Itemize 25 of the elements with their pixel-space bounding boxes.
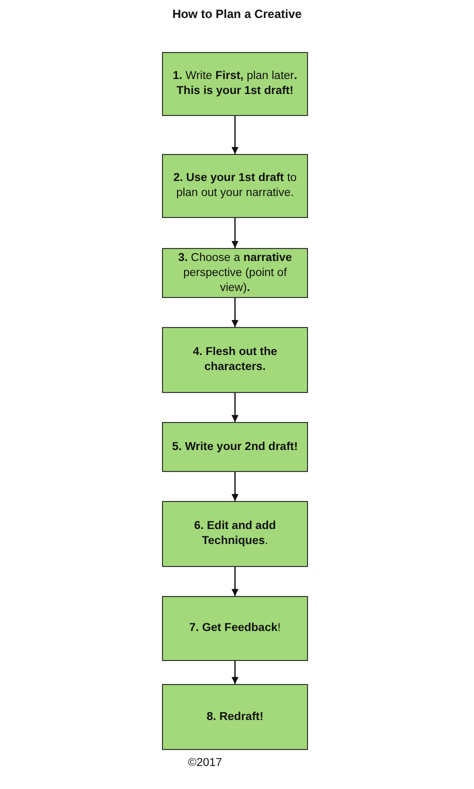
process-box — [162, 52, 308, 116]
step-text: 1. Write First, plan later. This is your 1st draft! — [172, 69, 298, 99]
step-text: 8. Redraft! — [206, 710, 264, 724]
step-text: 6. Edit and add Techniques. — [193, 519, 277, 549]
process-box — [162, 501, 308, 567]
arrow — [232, 218, 238, 248]
arrow — [232, 661, 238, 684]
arrow — [232, 393, 238, 422]
process-box — [162, 154, 308, 218]
arrow — [232, 472, 238, 501]
step-text: 7. Get Feedback! — [189, 621, 281, 636]
arrow — [232, 567, 238, 596]
process-box — [162, 596, 308, 661]
process-box — [162, 248, 308, 298]
copyright-note: ©2017 — [188, 757, 222, 769]
process-box — [162, 422, 308, 472]
step-text: 2. Use your 1st draft to plan out your narrative. — [172, 171, 298, 201]
diagram-title: How to Plan a Creative — [172, 7, 302, 21]
step-text: 3. Choose a narrative perspective (point of view). — [177, 250, 293, 296]
arrow — [232, 298, 238, 327]
process-box — [162, 684, 308, 750]
step-text: 4. Flesh out the characters. — [192, 345, 278, 375]
arrow — [232, 116, 238, 154]
step-text: 5. Write your 2nd draft! — [172, 440, 298, 454]
process-box — [162, 327, 308, 393]
